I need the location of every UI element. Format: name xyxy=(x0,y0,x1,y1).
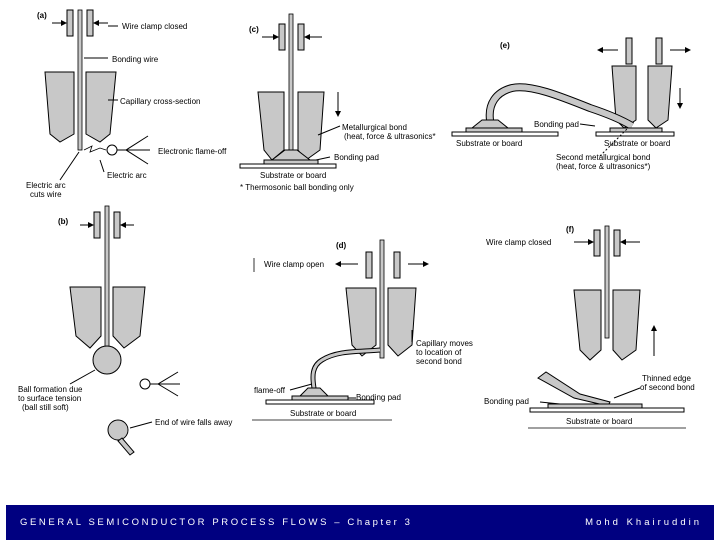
substrate-f xyxy=(529,407,685,413)
capillary-left-b xyxy=(69,286,102,349)
bonding-wire-f xyxy=(604,225,610,339)
capillary-cross-section-label: Capillary cross-section xyxy=(120,97,200,106)
thinned-edge-label-2: of second bond xyxy=(640,383,695,392)
capillary-left-a xyxy=(44,71,75,143)
substrate-left-label-e: Substrate or board xyxy=(456,139,522,148)
metallurgical-bond-label-1: Metallurgical bond xyxy=(342,123,407,132)
end-of-wire-label: End of wire falls away xyxy=(155,418,232,427)
flame-off-electrode-a xyxy=(106,144,118,156)
wire-loop-d-outline xyxy=(310,347,381,389)
falling-wire-ball xyxy=(107,419,129,441)
thermosonic-footnote: * Thermosonic ball bonding only xyxy=(240,183,354,192)
bonding-pad-label-f: Bonding pad xyxy=(484,397,529,406)
panel-a: (a) Wire clamp closed Bonding wire Capil… xyxy=(26,9,227,199)
bonding-pad-d xyxy=(291,395,349,401)
panel-f-letter: (f) xyxy=(566,225,574,234)
ball-formation-label-3: (ball still soft) xyxy=(22,403,69,412)
bonding-pad-label-d: Bonding pad xyxy=(356,393,401,402)
capillary-left-c xyxy=(257,91,285,161)
capillary-right-d xyxy=(387,287,417,357)
substrate-e-left xyxy=(451,131,559,137)
ball-bond-d xyxy=(298,387,330,397)
panel-a-letter: (a) xyxy=(37,11,47,20)
wire-clamp-closed-label-f: Wire clamp closed xyxy=(486,238,551,247)
bonding-pad-c xyxy=(263,159,319,165)
capillary-right-b xyxy=(112,286,146,349)
second-bond-label-2: (heat, force & ultrasonics*) xyxy=(556,162,651,171)
substrate-label-f: Substrate or board xyxy=(566,417,632,426)
panel-e: (e) Bonding pad Substrate or board Subst… xyxy=(451,37,691,171)
substrate-e-right xyxy=(595,131,675,137)
capillary-left-d xyxy=(345,287,377,357)
ball-bond-e xyxy=(470,119,510,129)
bonding-wire-d xyxy=(379,239,385,359)
footer-title: GENERAL SEMICONDUCTOR PROCESS FLOWS – Ch… xyxy=(20,517,413,528)
ball-formation-label-2: to surface tension xyxy=(18,394,81,403)
panel-f: (f) Wire clamp closed Thinned edge of se… xyxy=(484,225,695,429)
thinned-wire-f xyxy=(537,371,611,407)
ball-formation-label-1: Ball formation due xyxy=(18,385,83,394)
bonding-wire-a xyxy=(77,9,83,151)
electronic-flame-off-label: Electronic flame-off xyxy=(158,147,227,156)
footer-author: Mohd Khairuddin xyxy=(585,517,702,528)
metallurgical-bond-label-2: (heat, force & ultrasonics* xyxy=(344,132,436,141)
capillary-moves-label-2: to location of xyxy=(416,348,462,357)
panel-d-letter: (d) xyxy=(336,241,347,250)
electric-arc-label: Electric arc xyxy=(107,171,147,180)
panel-b-letter: (b) xyxy=(58,217,69,226)
second-bond-label-1: Second metallurgical bond xyxy=(556,153,650,162)
capillary-right-f xyxy=(612,289,641,361)
thinned-edge-label-1: Thinned edge xyxy=(642,374,691,383)
capillary-right-e xyxy=(647,65,673,129)
bonding-wire-label: Bonding wire xyxy=(112,55,159,64)
capillary-moves-label-1: Capillary moves xyxy=(416,339,473,348)
wire-clamp-closed-label-a: Wire clamp closed xyxy=(122,22,187,31)
footer-bar: GENERAL SEMICONDUCTOR PROCESS FLOWS – Ch… xyxy=(6,505,714,540)
bonding-pad-e-left xyxy=(465,127,523,133)
capillary-left-f xyxy=(573,289,602,361)
wire-clamp-open-label: Wire clamp open xyxy=(264,260,324,269)
flame-off-electrode-b xyxy=(139,378,151,390)
panel-c: (c) Metallurgical bond (heat, force & ul… xyxy=(239,13,436,192)
substrate-d xyxy=(265,399,375,405)
electric-arc-spark xyxy=(83,145,107,153)
bonding-pad-e-right xyxy=(609,127,663,133)
electric-arc-cuts-wire-label-2: cuts wire xyxy=(30,190,62,199)
substrate-c xyxy=(239,163,337,169)
bonding-pad-label-e: Bonding pad xyxy=(534,120,579,129)
panel-e-letter: (e) xyxy=(500,41,510,50)
bonding-pad-f xyxy=(547,403,643,409)
capillary-right-c xyxy=(297,91,325,161)
clamp-left-jaw xyxy=(66,9,74,37)
capillary-right-a xyxy=(85,71,117,143)
electric-arc-cuts-wire-label-1: Electric arc xyxy=(26,181,66,190)
panel-b: (b) Ball formation due to surface tensio… xyxy=(18,205,232,456)
flame-off-label: flame-off xyxy=(254,386,286,395)
bonding-wire-b xyxy=(104,205,110,349)
bonding-wire-c xyxy=(288,13,294,151)
substrate-right-label-e: Substrate or board xyxy=(604,139,670,148)
substrate-label-d: Substrate or board xyxy=(290,409,356,418)
panel-d: (d) Wire clamp open Capillary moves to l… xyxy=(252,239,473,421)
substrate-label-c: Substrate or board xyxy=(260,171,326,180)
clamp-right-jaw xyxy=(86,9,94,37)
panel-c-letter: (c) xyxy=(249,25,259,34)
free-air-ball xyxy=(92,345,122,375)
capillary-moves-label-3: second bond xyxy=(416,357,462,366)
wire-bonding-diagram: (a) Wire clamp closed Bonding wire Capil… xyxy=(18,9,695,456)
bonding-pad-label-c: Bonding pad xyxy=(334,153,379,162)
